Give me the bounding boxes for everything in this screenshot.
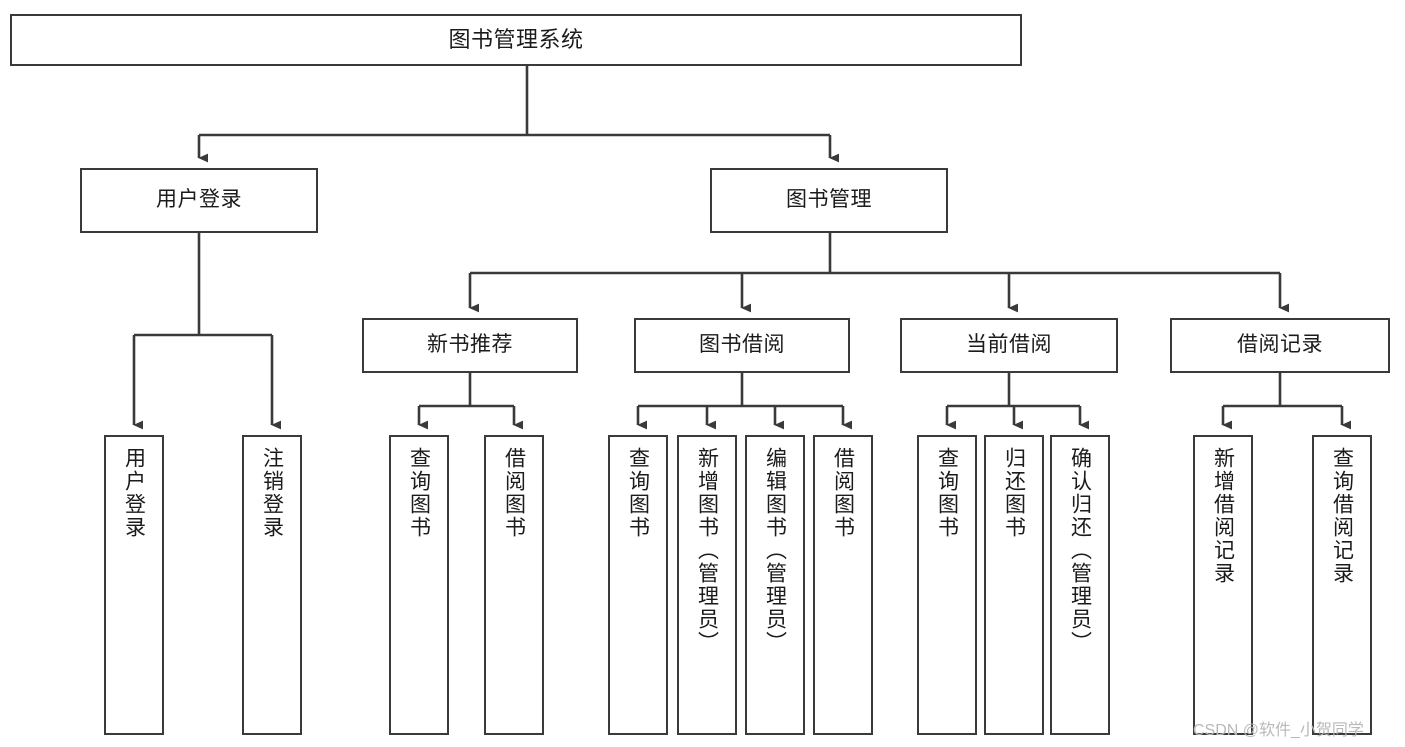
node-book-borrow[interactable]: 图书借阅	[634, 318, 850, 373]
edges-root-to-level1	[197, 66, 840, 163]
edges-current-borrow-to-leaves	[945, 373, 1090, 430]
node-leaf-query-book-recommend[interactable]: 查询图书	[389, 435, 449, 735]
node-label: 新增图书（管理员）	[695, 447, 719, 654]
node-leaf-user-logout[interactable]: 注销登录	[242, 435, 302, 735]
node-leaf-borrow-book-recommend[interactable]: 借阅图书	[484, 435, 544, 735]
watermark-text: CSDN @软件_小贺同学	[1193, 722, 1364, 739]
node-label: 图书借阅	[699, 333, 785, 357]
node-root-book-management-system[interactable]: 图书管理系统	[10, 14, 1022, 66]
node-label: 查询图书	[407, 447, 431, 539]
edges-book-manage-to-level2	[468, 233, 1290, 313]
node-label: 借阅图书	[502, 447, 526, 539]
node-label: 图书管理系统	[448, 27, 584, 53]
node-user-login[interactable]: 用户登录	[80, 168, 318, 233]
node-leaf-return-book[interactable]: 归还图书	[984, 435, 1044, 735]
node-book-management[interactable]: 图书管理	[710, 168, 948, 233]
edges-user-login-to-leaves	[132, 233, 282, 430]
node-label: 编辑图书（管理员）	[763, 447, 787, 654]
node-leaf-edit-book-admin[interactable]: 编辑图书（管理员）	[745, 435, 805, 735]
node-leaf-query-book-current[interactable]: 查询图书	[917, 435, 977, 735]
node-leaf-add-book-admin[interactable]: 新增图书（管理员）	[677, 435, 737, 735]
node-label: 新书推荐	[427, 333, 513, 357]
node-label: 当前借阅	[966, 333, 1052, 357]
node-label: 借阅图书	[831, 447, 855, 539]
node-leaf-confirm-return-admin[interactable]: 确认归还（管理员）	[1050, 435, 1110, 735]
node-label: 查询图书	[935, 447, 959, 539]
node-leaf-query-borrow-record[interactable]: 查询借阅记录	[1312, 435, 1372, 735]
edges-borrow-record-to-leaves	[1221, 373, 1352, 430]
node-current-borrow[interactable]: 当前借阅	[900, 318, 1118, 373]
edges-book-borrow-to-leaves	[636, 373, 853, 430]
node-leaf-borrow-book[interactable]: 借阅图书	[813, 435, 873, 735]
node-label: 新增借阅记录	[1211, 447, 1235, 585]
node-label: 用户登录	[156, 188, 242, 212]
node-leaf-add-borrow-record[interactable]: 新增借阅记录	[1193, 435, 1253, 735]
edges-new-book-recommend-to-leaves	[417, 373, 524, 430]
node-leaf-query-book-borrow[interactable]: 查询图书	[608, 435, 668, 735]
node-label: 注销登录	[260, 447, 284, 539]
node-label: 查询借阅记录	[1330, 447, 1354, 585]
node-leaf-user-login[interactable]: 用户登录	[104, 435, 164, 735]
node-new-book-recommend[interactable]: 新书推荐	[362, 318, 578, 373]
node-label: 归还图书	[1002, 447, 1026, 539]
node-label: 确认归还（管理员）	[1068, 447, 1092, 654]
node-label: 用户登录	[122, 447, 146, 539]
node-borrow-record[interactable]: 借阅记录	[1170, 318, 1390, 373]
node-label: 图书管理	[786, 188, 872, 212]
node-label: 借阅记录	[1237, 333, 1323, 357]
node-label: 查询图书	[626, 447, 650, 539]
